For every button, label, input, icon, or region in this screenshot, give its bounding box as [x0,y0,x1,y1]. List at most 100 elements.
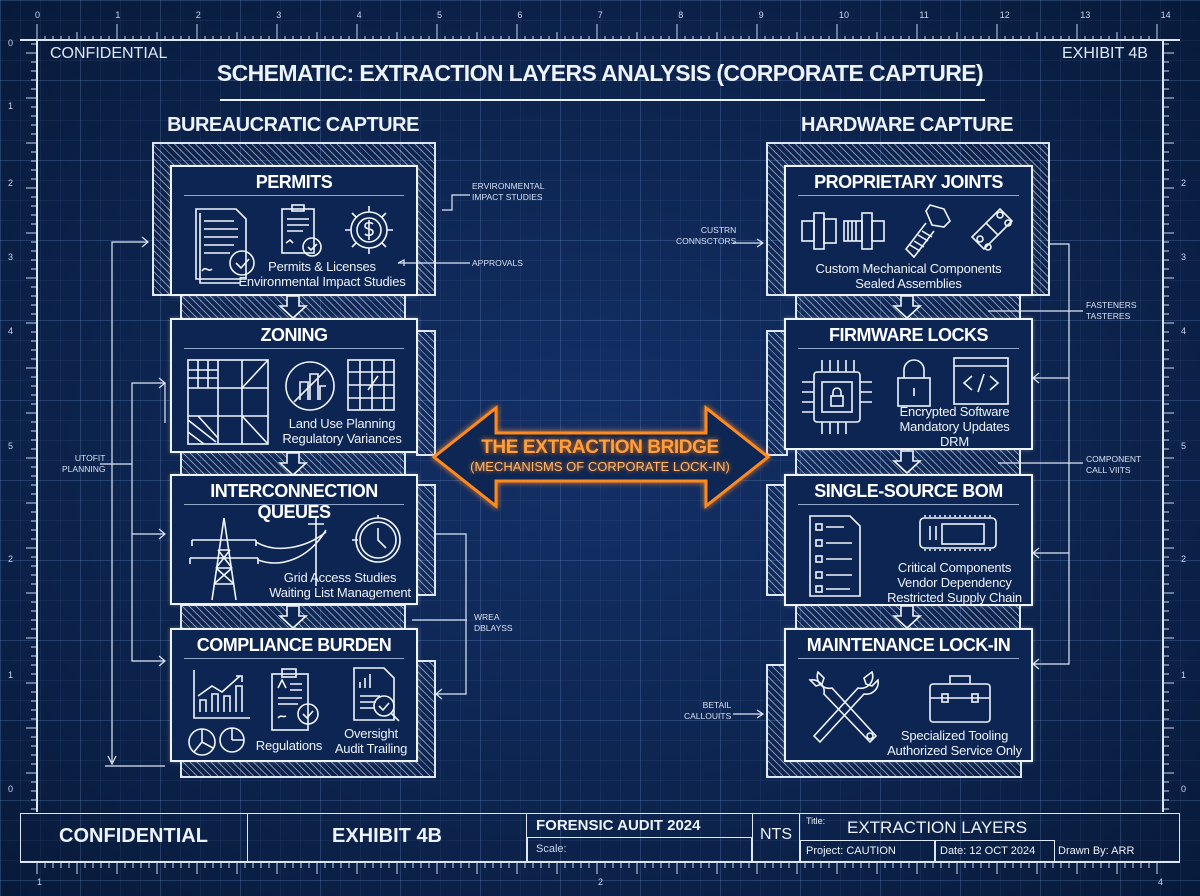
ruler-label: 4 [1181,326,1187,336]
ruler-label: 13 [1080,10,1091,20]
tb-title: EXTRACTION LAYERS [847,818,1028,837]
ruler-label: 5 [8,441,14,451]
ruler-label: 4 [8,326,14,336]
title-block-cell [752,813,800,862]
ruler-label: 2 [1181,178,1187,188]
left-column-title: BUREAUCRATIC CAPTURE [167,114,419,136]
title-block-cell [800,840,935,862]
chip-lock-icon [802,360,872,434]
code-window-icon [953,357,1009,405]
title-block-cell [527,837,752,862]
ruler-label: 9 [758,10,764,20]
tb-drawn-by: Drawn By: ARR [1058,845,1135,857]
transmission-tower-icon [189,516,327,601]
ruler-label: 3 [1181,252,1187,262]
hatch-connector [180,451,406,476]
title-block-cell [247,813,527,862]
clock-icon [352,515,401,563]
bridge-title: THE EXTRACTION BRIDGE [481,437,719,458]
ruler-label: 4 [1158,877,1164,887]
tb-title-label: Title: [806,816,826,826]
box-title: PERMITS [255,172,333,192]
bolt-icon [904,204,951,259]
link-plate-icon [970,207,1014,251]
ruler-label: 0 [1181,784,1187,794]
clipboard-check-icon [281,204,322,257]
bridge-subtitle: (MECHANISMS OF CORPORATE LOCK-IN) [470,459,730,474]
ruler-label: 12 [999,10,1010,20]
component-chip-icon [919,515,997,551]
bom-checklist-icon [809,515,861,597]
ruler-label: 1 [8,670,14,680]
box-title: MAINTENANCE LOCK-IN [806,635,1011,655]
extraction-bridge-arrow [431,404,771,510]
box-title: INTERCONNECTION QUEUES [210,481,378,522]
ruler-label: 0 [8,38,14,48]
title-block-cell [935,840,1055,862]
ruler-label: 6 [517,10,523,20]
ruler-label: 3 [8,252,14,262]
ruler-label: 8 [678,10,684,20]
document-seal-icon [195,208,255,284]
toolbox-icon [929,675,991,723]
proprietary-joints-box: PROPRIETARY JOINTS Custom Mechanical Com… [784,165,1033,296]
hatch-connector [795,604,1021,630]
ruler-label: 1 [8,101,14,111]
tb-scale-label: Scale: [536,843,567,855]
ruler-label: 2 [8,554,14,564]
padlock-icon [897,359,931,407]
ruler-label: 1 [1181,670,1187,680]
box-title: PROPRIETARY JOINTS [814,172,1003,192]
crossed-wrenches-icon [808,670,879,744]
box-title: FIRMWARE LOCKS [829,325,989,345]
tb-audit: FORENSIC AUDIT 2024 [536,817,701,834]
ruler-label: 5 [1181,441,1187,451]
ruler-label: 2 [598,877,604,887]
annotation-approvals: APPROVALS [472,258,523,268]
hatch-connector [795,294,1021,320]
hatch-connector [180,294,406,320]
hatch-connector [795,448,1021,476]
box-text: Regulations [255,738,323,753]
page-title: SCHEMATIC: EXTRACTION LAYERS ANALYSIS (C… [216,60,984,86]
tb-nts: NTS [760,826,792,843]
ruler-label: 0 [35,10,41,20]
box-title: SINGLE-SOURCE BOM [814,481,1003,501]
ruler-label: 14 [1160,10,1171,20]
ruler-label: 1 [37,877,43,887]
box-title: ZONING [260,325,329,345]
zoning-map-icon [187,359,269,445]
interconnection-queues-box: INTERCONNECTION QUEUES Grid Access Studi… [170,474,418,605]
no-building-icon [285,361,335,411]
ruler-label: 5 [437,10,443,20]
audit-report-icon [353,667,400,722]
analytics-charts-icon [188,670,250,756]
tb-exhibit: EXHIBIT 4B [331,825,443,847]
box-title: COMPLIANCE BURDEN [196,635,392,655]
exhibit-tag: EXHIBIT 4B [1062,45,1148,62]
tb-project: Project: CAUTION [806,845,896,857]
confidential-tag: CONFIDENTIAL [50,45,168,62]
ruler-label: 0 [8,784,14,794]
ruler-label: 1 [115,10,121,20]
ruler-label: 2 [8,178,14,188]
ruler-label: 10 [839,10,850,20]
ruler-label: 4 [356,10,362,20]
ruler-label: 7 [597,10,603,20]
ruler-label: 2 [195,10,201,20]
